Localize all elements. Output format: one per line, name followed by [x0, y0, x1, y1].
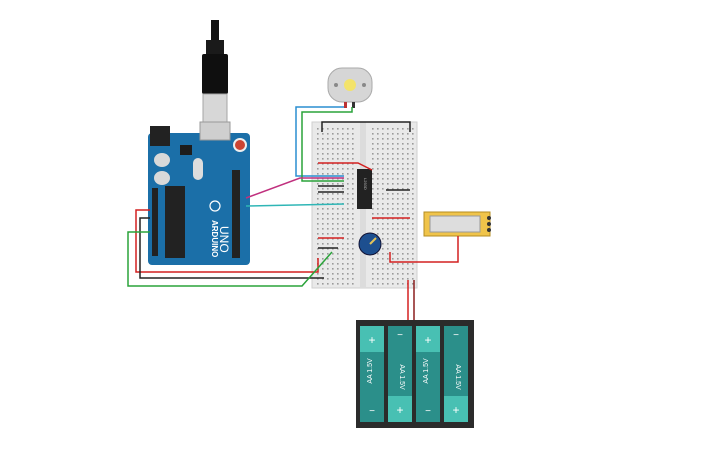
- battery-cell[interactable]: + − AA 1.5V: [416, 326, 440, 422]
- breadboard-holes: [317, 128, 414, 285]
- wire-magenta[interactable]: [245, 177, 344, 199]
- potentiometer[interactable]: [358, 232, 382, 256]
- wire-blue[interactable]: [295, 106, 344, 177]
- battery-plus-icon: +: [368, 333, 375, 347]
- arduino-logo-icon: [209, 200, 221, 212]
- slide-switch[interactable]: [423, 211, 491, 237]
- battery-cell[interactable]: + − AA 1.5V: [388, 326, 412, 422]
- wire-teal[interactable]: [245, 203, 345, 207]
- battery-pack[interactable]: + − AA 1.5V + − AA 1.5V + − AA 1.5V + − AA 1.5V: [356, 320, 474, 428]
- battery-plus-icon: +: [424, 333, 431, 347]
- usb-port: [199, 121, 231, 141]
- battery-minus-icon: −: [397, 330, 403, 341]
- motor-driver-ic[interactable]: L293D: [357, 169, 372, 209]
- arduino-uno-board[interactable]: ARDUINO UNO: [148, 121, 250, 265]
- battery-cell-label: AA 1.5V: [398, 364, 405, 390]
- battery-cell-label: AA 1.5V: [423, 358, 430, 384]
- dc-jack: [150, 126, 170, 146]
- capacitor-icon: [154, 171, 170, 185]
- wire-red-switch[interactable]: [389, 236, 459, 263]
- usb-cable[interactable]: [202, 20, 228, 123]
- battery-cell-label: AA 1.5V: [454, 364, 461, 390]
- microcontroller-chip: [165, 186, 185, 258]
- wire-black-top[interactable]: [321, 121, 411, 132]
- reset-button[interactable]: [233, 138, 247, 152]
- wires: [127, 106, 459, 320]
- battery-minus-icon: −: [425, 406, 431, 417]
- battery-minus-icon: −: [369, 406, 375, 417]
- knob-indicator-icon: [369, 237, 377, 245]
- battery-cell[interactable]: + − AA 1.5V: [360, 326, 384, 422]
- arduino-model-label: UNO: [217, 226, 231, 253]
- power-header: [152, 188, 158, 256]
- arduino-brand-label: ARDUINO: [210, 220, 219, 257]
- battery-plus-icon: +: [396, 403, 403, 417]
- ic-label: L293D: [363, 178, 368, 190]
- dc-motor[interactable]: [327, 67, 373, 108]
- digital-header: [232, 170, 240, 258]
- battery-plus-icon: +: [452, 403, 459, 417]
- wire-green[interactable]: [301, 107, 353, 182]
- motor-shaft-icon: [344, 79, 356, 91]
- capacitor-icon: [154, 153, 170, 167]
- battery-minus-icon: −: [453, 330, 459, 341]
- battery-cell-label: AA 1.5V: [367, 358, 374, 384]
- wire-red-1[interactable]: [318, 162, 373, 171]
- wire-green-arduino[interactable]: [127, 231, 333, 287]
- crystal-icon: [193, 158, 203, 180]
- wire-black-arduino[interactable]: [139, 217, 324, 279]
- battery-cell[interactable]: + − AA 1.5V: [444, 326, 468, 422]
